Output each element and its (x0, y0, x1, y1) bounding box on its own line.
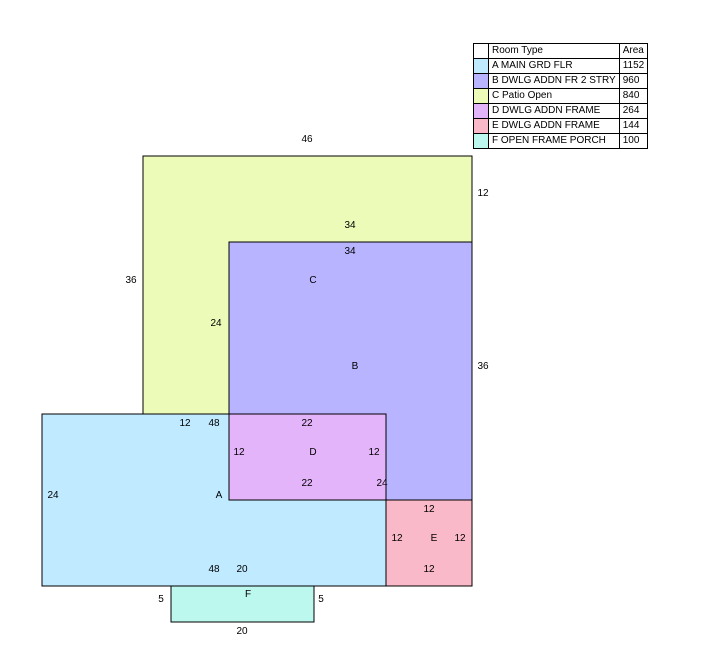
room-d-shape (228, 413, 387, 501)
room-d-dim-top: 22 (301, 418, 313, 429)
legend-room-area: 840 (618, 88, 649, 104)
room-e-dim-top: 12 (423, 504, 435, 515)
room-c-dim-left: 36 (125, 275, 137, 286)
room-b-dim-top: 34 (344, 246, 356, 257)
room-f-letter: F (245, 589, 251, 600)
legend-swatch (473, 58, 489, 74)
room-d-letter: D (309, 447, 316, 458)
room-b-dim-right: 36 (477, 361, 489, 372)
legend-room-name: E DWLG ADDN FRAME (488, 118, 620, 134)
room-c-dim-inner-right: 24 (210, 318, 222, 329)
room-e-shape (385, 499, 473, 587)
room-a-dim-bottom-short: 20 (236, 564, 248, 575)
room-e-dim-right: 12 (454, 533, 466, 544)
legend-room-name: F OPEN FRAME PORCH (488, 133, 620, 149)
legend-swatch (473, 103, 489, 119)
legend-room-area: 960 (618, 73, 649, 89)
room-type-legend: Room Type Area A MAIN GRD FLR 1152 B DWL… (473, 43, 649, 149)
room-a-dim-bottom: 48 (208, 564, 220, 575)
legend-row: A MAIN GRD FLR 1152 (473, 58, 649, 74)
room-f-dim-right: 5 (318, 594, 324, 605)
room-a-dim-top-short: 12 (179, 418, 191, 429)
legend-swatch (473, 133, 489, 149)
room-d-dim-left: 12 (233, 447, 245, 458)
room-e-letter: E (431, 533, 438, 544)
room-c-dim-top: 46 (301, 134, 313, 145)
legend-room-name: D DWLG ADDN FRAME (488, 103, 620, 119)
legend-row: E DWLG ADDN FRAME 144 (473, 118, 649, 134)
room-c-dim-inner-bottom: 34 (344, 220, 356, 231)
room-f-dim-bottom: 20 (236, 626, 248, 637)
room-e-dim-bottom: 12 (423, 564, 435, 575)
legend-room-area: 100 (618, 133, 649, 149)
legend-header-area: Area (618, 43, 649, 59)
legend-row: C Patio Open 840 (473, 88, 649, 104)
legend-room-name: A MAIN GRD FLR (488, 58, 620, 74)
legend-row: D DWLG ADDN FRAME 264 (473, 103, 649, 119)
room-a-dim-left: 24 (47, 490, 59, 501)
room-b-letter: B (352, 361, 359, 372)
legend-header-row: Room Type Area (473, 43, 649, 59)
legend-room-name: B DWLG ADDN FR 2 STRY (488, 73, 620, 89)
legend-row: F OPEN FRAME PORCH 100 (473, 133, 649, 149)
legend-room-area: 264 (618, 103, 649, 119)
legend-room-name: C Patio Open (488, 88, 620, 104)
legend-swatch-header (473, 43, 489, 59)
room-d-dim-edge: 24 (376, 478, 388, 489)
room-a-dim-top-long: 48 (208, 418, 220, 429)
room-c-dim-right: 12 (477, 188, 489, 199)
legend-swatch (473, 73, 489, 89)
room-f-shape (170, 585, 315, 623)
room-a-letter: A (216, 490, 223, 501)
legend-room-area: 144 (618, 118, 649, 134)
legend-header-room-type: Room Type (488, 43, 620, 59)
room-e-dim-left: 12 (391, 533, 403, 544)
legend-swatch (473, 118, 489, 134)
room-d-dim-right: 12 (368, 447, 380, 458)
legend-swatch (473, 88, 489, 104)
legend-room-area: 1152 (618, 58, 649, 74)
room-d-dim-bottom: 22 (301, 478, 313, 489)
room-f-dim-left: 5 (158, 594, 164, 605)
room-c-letter: C (309, 275, 316, 286)
legend-row: B DWLG ADDN FR 2 STRY 960 (473, 73, 649, 89)
